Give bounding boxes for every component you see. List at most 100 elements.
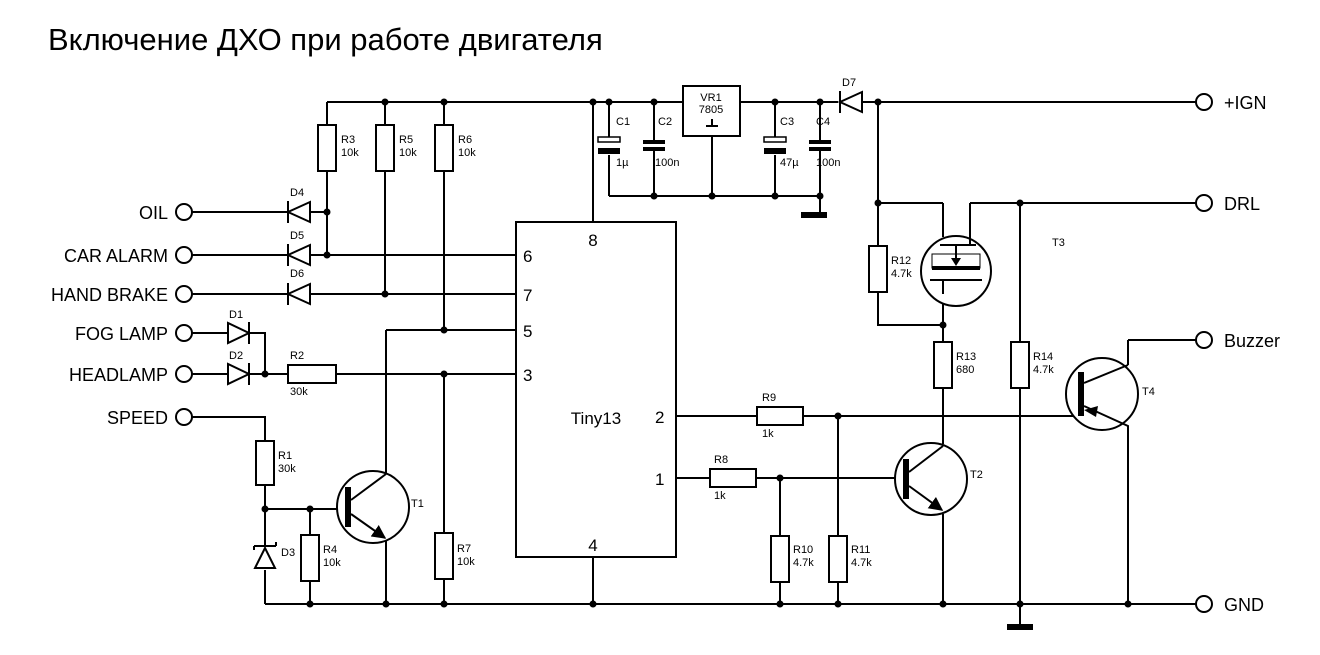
resistor-r2 — [287, 364, 337, 384]
regulator-ground-mark — [706, 119, 718, 127]
r9-value: 1k — [762, 428, 774, 440]
pin-6-label: 6 — [523, 247, 532, 266]
transistor-t3 — [920, 230, 992, 307]
d1-label: D1 — [229, 309, 243, 321]
d6-label: D6 — [290, 268, 304, 280]
r14-value: 4.7k — [1033, 364, 1054, 376]
capacitor-c4 — [809, 140, 831, 151]
r11-value: 4.7k — [851, 557, 872, 569]
r6-ref: R6 — [458, 134, 472, 146]
r7-value: 10k — [457, 556, 475, 568]
d2-label: D2 — [229, 350, 243, 362]
resistor-r6 — [434, 124, 454, 172]
output-label-buzzer: Buzzer — [1224, 331, 1280, 351]
terminal-fog-lamp — [175, 324, 193, 342]
r14-ref: R14 — [1033, 351, 1053, 363]
t1-label: T1 — [411, 498, 424, 510]
pin-5-label: 5 — [523, 322, 532, 341]
transistor-t1 — [336, 470, 410, 544]
resistor-labels: R3 10k R5 10k R6 10k R2 30k R1 30k R4 10… — [278, 134, 1054, 569]
r4-ref: R4 — [323, 544, 337, 556]
resistor-r7 — [434, 532, 454, 580]
input-label-speed: SPEED — [107, 408, 168, 428]
pin-8-label: 8 — [588, 231, 597, 250]
r3-ref: R3 — [341, 134, 355, 146]
terminal-headlamp — [175, 365, 193, 383]
c4-value: 100n — [816, 157, 840, 169]
r4-value: 10k — [323, 557, 341, 569]
t2-label: T2 — [970, 469, 983, 481]
r2-ref: R2 — [290, 350, 304, 362]
r12-value: 4.7k — [891, 268, 912, 280]
ground-symbol-main — [1007, 624, 1033, 630]
r13-ref: R13 — [956, 351, 976, 363]
resistor-r8 — [709, 468, 757, 488]
capacitor-c2 — [643, 140, 665, 151]
schematic-title: Включение ДХО при работе двигателя — [48, 22, 603, 57]
diode-d7 — [837, 90, 863, 114]
c1-ref: C1 — [616, 116, 630, 128]
pin-2-label: 2 — [655, 408, 664, 427]
regulator-part: 7805 — [699, 104, 723, 116]
c3-value: 47µ — [780, 157, 799, 169]
r6-value: 10k — [458, 147, 476, 159]
input-label-oil: OIL — [139, 203, 168, 223]
r5-value: 10k — [399, 147, 417, 159]
input-label-fog-lamp: FOG LAMP — [75, 324, 168, 344]
transistor-t2 — [894, 442, 968, 516]
r2-value: 30k — [290, 386, 308, 398]
r10-ref: R10 — [793, 544, 813, 556]
terminal-car-alarm — [175, 246, 193, 264]
r3-value: 10k — [341, 147, 359, 159]
pin-3-label: 3 — [523, 366, 532, 385]
input-label-headlamp: HEADLAMP — [69, 365, 168, 385]
r10-value: 4.7k — [793, 557, 814, 569]
resistor-r9 — [756, 406, 804, 426]
junctions — [261, 98, 1132, 608]
input-label-hand-brake: HAND BRAKE — [51, 285, 168, 305]
c2-value: 100n — [655, 157, 679, 169]
terminal-hand-brake — [175, 285, 193, 303]
d3-label: D3 — [281, 547, 295, 559]
diode-d5 — [285, 243, 311, 267]
resistor-r12 — [868, 245, 888, 293]
d4-label: D4 — [290, 187, 304, 199]
r13-value: 680 — [956, 364, 974, 376]
resistor-r13 — [933, 341, 953, 389]
pin-1-label: 1 — [655, 470, 664, 489]
output-label-gnd: GND — [1224, 595, 1264, 615]
c1-value: 1µ — [616, 157, 629, 169]
resistor-r1 — [255, 440, 275, 486]
regulator-vr1 — [682, 85, 741, 137]
pin-4-label: 4 — [588, 536, 597, 555]
r1-value: 30k — [278, 463, 296, 475]
diode-d1 — [227, 321, 252, 345]
diode-d6 — [285, 282, 311, 306]
output-label-drl: DRL — [1224, 194, 1260, 214]
capacitor-c1 — [597, 136, 621, 154]
zener-diode-d3 — [253, 542, 277, 569]
pin-7-label: 7 — [523, 286, 532, 305]
c3-ref: C3 — [780, 116, 794, 128]
r11-ref: R11 — [851, 544, 870, 556]
terminal-drl — [1195, 194, 1213, 212]
resistor-r11 — [828, 535, 848, 583]
r8-value: 1k — [714, 490, 726, 502]
output-label-ign: +IGN — [1224, 93, 1267, 113]
r8-ref: R8 — [714, 454, 728, 466]
diode-d4 — [285, 200, 311, 224]
resistor-r14 — [1010, 341, 1030, 389]
terminal-buzzer — [1195, 331, 1213, 349]
t4-label: T4 — [1142, 386, 1155, 398]
terminal-oil — [175, 203, 193, 221]
terminal-speed — [175, 408, 193, 426]
tiny13-label: Tiny13 — [571, 409, 621, 428]
terminal-gnd — [1195, 595, 1213, 613]
resistor-r3 — [317, 124, 337, 172]
diode-d2 — [227, 362, 252, 386]
diode-labels: D4 D5 D6 D1 D2 D7 D3 — [229, 77, 856, 559]
resistor-r5 — [375, 124, 395, 172]
r12-ref: R12 — [891, 255, 911, 267]
resistor-r4 — [300, 534, 320, 582]
